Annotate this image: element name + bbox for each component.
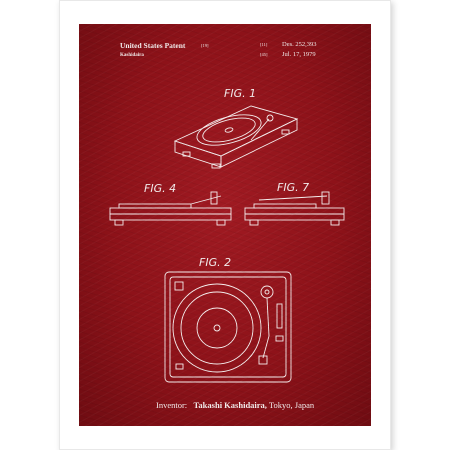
fig-2-label: FIG. 2 bbox=[199, 256, 232, 269]
inventor-credit: Inventor: Takashi Kashidaira, Tokyo, Jap… bbox=[156, 400, 314, 410]
patent-date-code: [45] bbox=[260, 52, 268, 57]
inventor-location: Tokyo, Japan bbox=[268, 400, 315, 410]
patent-number-code: [11] bbox=[260, 42, 268, 47]
fig-7-label: FIG. 7 bbox=[277, 181, 310, 194]
patent-number: Des. 252,393 bbox=[282, 41, 317, 48]
patent-date: Jul. 17, 1979 bbox=[282, 51, 316, 58]
fig-4-label: FIG. 4 bbox=[144, 182, 177, 195]
patent-header-title: United States Patent bbox=[120, 41, 186, 50]
fig-2-turntable-top-drawing bbox=[164, 271, 292, 383]
patent-poster: United States Patent [19] Kashidaira [11… bbox=[79, 24, 371, 426]
inventor-name: Takashi Kashidaira, bbox=[193, 400, 267, 410]
fig-1-turntable-perspective-drawing bbox=[173, 105, 299, 169]
inventor-label: Inventor: bbox=[156, 400, 188, 410]
patent-drawings bbox=[109, 105, 345, 383]
patent-header-code: [19] bbox=[201, 43, 209, 48]
fig-7-turntable-side-drawing bbox=[244, 191, 345, 226]
fig-4-turntable-side-drawing bbox=[109, 191, 232, 226]
patent-header-inventor: Kashidaira bbox=[120, 53, 144, 58]
fig-1-label: FIG. 1 bbox=[224, 87, 257, 100]
